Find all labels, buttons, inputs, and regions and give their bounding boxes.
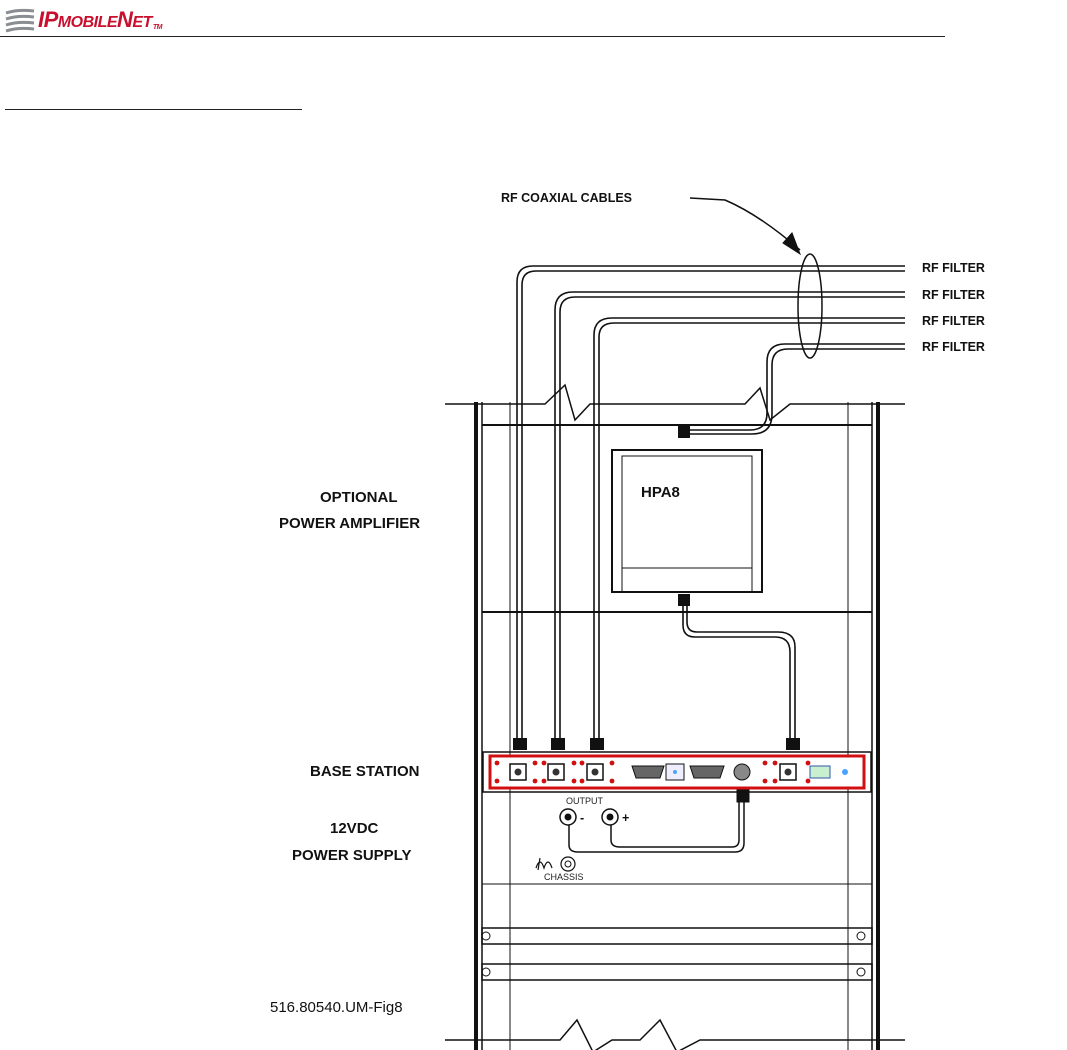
power-supply-label: POWER SUPPLY [292,847,411,864]
figure-id-label: 516.80540.UM-Fig8 [270,999,403,1016]
rf-filter-label-4: RF FILTER [922,340,985,354]
cable-bundle-ellipse [798,254,822,358]
output-label: OUTPUT [566,796,604,806]
rf-coaxial-cables-label: RF COAXIAL CABLES [501,191,632,205]
optional-label: OPTIONAL [320,489,398,506]
power-supply-unit [510,790,848,871]
rf-coaxial-arrow [690,198,800,254]
power-amplifier-label: POWER AMPLIFIER [279,515,420,532]
psu-voltage-label: 12VDC [330,820,379,837]
cable-connectors [513,426,800,750]
rf-filter-label-3: RF FILTER [922,314,985,328]
minus-terminal-label: - [580,811,584,825]
hpa8-label: HPA8 [641,484,680,501]
rf-coaxial-cables [517,266,905,744]
chassis-label: CHASSIS [544,872,584,882]
rf-filter-label-2: RF FILTER [922,288,985,302]
hpa8-amplifier-box [612,450,762,592]
rf-filter-label-1: RF FILTER [922,261,985,275]
base-station-label: BASE STATION [310,763,419,780]
plus-terminal-label: + [622,811,629,825]
base-station-panel [483,752,871,792]
